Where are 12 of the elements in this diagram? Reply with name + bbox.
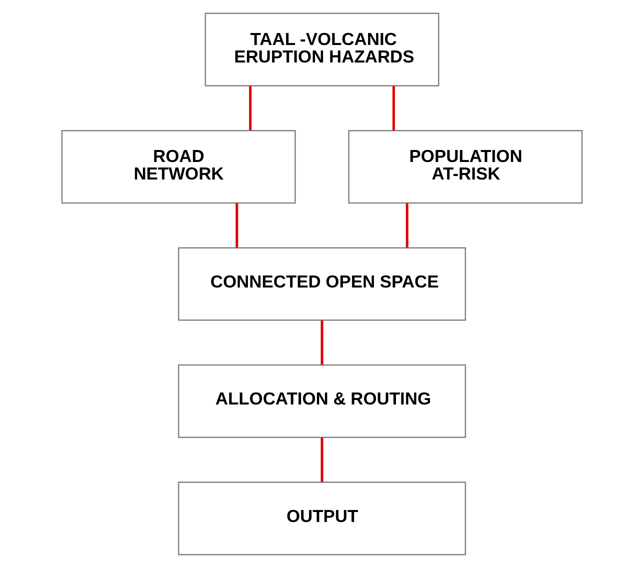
node-box: ROAD NETWORK xyxy=(61,130,296,204)
connector xyxy=(406,203,408,248)
node-box: POPULATION AT-RISK xyxy=(348,130,583,204)
node-box: CONNECTED OPEN SPACE xyxy=(178,247,466,321)
node-box: ALLOCATION & ROUTING xyxy=(178,364,466,438)
connector xyxy=(320,438,324,482)
node-box: OUTPUT xyxy=(178,482,466,556)
connector xyxy=(320,320,324,365)
connector xyxy=(236,203,238,248)
connector xyxy=(249,86,252,130)
node-box: TAAL -VOLCANIC ERUPTION HAZARDS xyxy=(204,12,440,86)
connector xyxy=(392,86,395,130)
